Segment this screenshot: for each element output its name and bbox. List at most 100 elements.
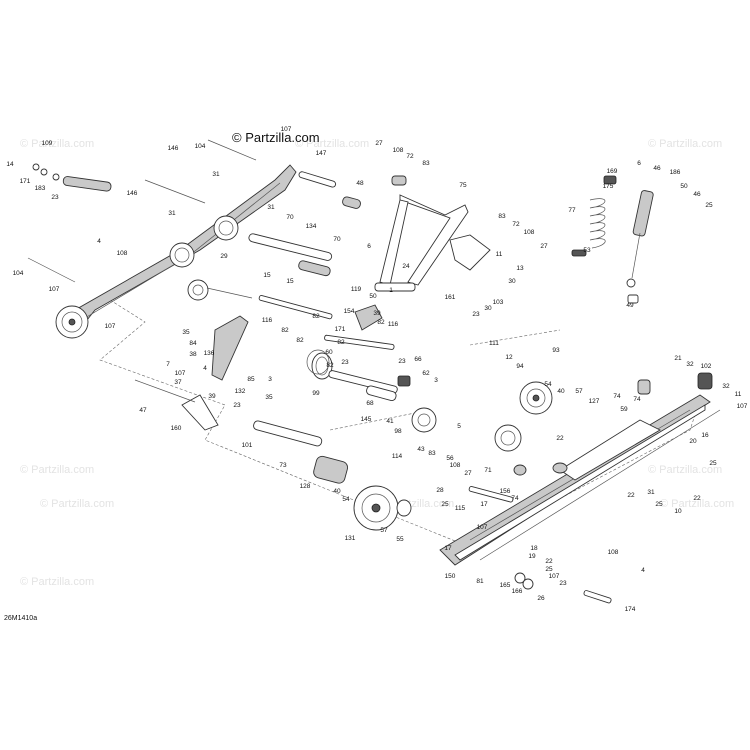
callout-label: 84 [189, 340, 197, 347]
callout-label: 107 [737, 403, 748, 410]
callout-label: 73 [279, 462, 287, 469]
callout-label: 32 [722, 383, 730, 390]
callout-label: 166 [512, 588, 523, 595]
callout-label: 22 [556, 435, 564, 442]
left-rail [27, 139, 297, 339]
callout-label: 186 [670, 169, 681, 176]
callout-label: 49 [626, 302, 634, 309]
drawing-code: 26M1410a [4, 615, 37, 622]
faint-watermark: © Partzilla.com [648, 138, 722, 150]
callout-label: 35 [265, 394, 273, 401]
callout-label: 81 [476, 578, 484, 585]
callout-label: 154 [344, 308, 355, 315]
callout-label: 57 [380, 527, 388, 534]
callout-label: 82 [326, 362, 334, 369]
callout-label: 83 [428, 450, 436, 457]
callout-label: 40 [333, 488, 341, 495]
front-shafts [248, 171, 407, 277]
callout-label: 62 [422, 370, 430, 377]
rear-shock [603, 175, 654, 304]
callout-label: 25 [545, 566, 553, 573]
main-watermark: © Partzilla.com [232, 130, 320, 145]
callout-label: 147 [316, 150, 327, 157]
callout-label: 111 [489, 340, 499, 347]
right-rail [439, 372, 721, 604]
callout-label: 37 [174, 379, 182, 386]
callout-label: 107 [281, 126, 292, 133]
callout-label: 99 [312, 390, 320, 397]
front-arm [374, 194, 491, 292]
callout-label: 72 [512, 221, 520, 228]
rear-bracket [134, 379, 219, 431]
callout-label: 104 [13, 270, 24, 277]
callout-label: 165 [500, 582, 511, 589]
callout-label: 30 [508, 278, 516, 285]
callout-label: 136 [204, 350, 215, 357]
callout-label: 29 [220, 253, 228, 260]
callout-label: 19 [528, 553, 536, 560]
callout-label: 43 [417, 446, 425, 453]
callout-label: 25 [705, 202, 713, 209]
callout-label: 108 [393, 147, 404, 154]
callout-label: 54 [544, 381, 552, 388]
callout-label: 22 [693, 495, 701, 502]
callout-label: 146 [168, 145, 179, 152]
callout-label: 6 [367, 243, 371, 250]
callout-label: 27 [540, 243, 548, 250]
callout-label: 21 [674, 355, 682, 362]
callout-label: 156 [500, 488, 511, 495]
callout-label: 32 [686, 361, 694, 368]
callout-label: 6 [637, 160, 641, 167]
callout-label: 17 [480, 501, 488, 508]
callout-label: 108 [524, 229, 535, 236]
faint-watermark: © Partzilla.com [648, 464, 722, 476]
callout-label: 107 [175, 370, 186, 377]
callout-label: 82 [296, 337, 304, 344]
callout-label: 107 [49, 286, 60, 293]
callout-label: 12 [505, 354, 513, 361]
callout-label: 53 [583, 247, 591, 254]
callout-label: 108 [117, 250, 128, 257]
callout-label: 132 [235, 388, 246, 395]
callout-label: 27 [375, 140, 383, 147]
callout-label: 46 [653, 165, 661, 172]
callout-label: 1 [389, 287, 393, 294]
callout-label: 41 [386, 418, 394, 425]
callout-label: 74 [613, 393, 621, 400]
callout-label: 25 [441, 501, 449, 508]
callout-label: 23 [472, 311, 480, 318]
callout-label: 94 [516, 363, 524, 370]
callout-label: 150 [445, 573, 456, 580]
callout-label: 31 [168, 210, 176, 217]
callout-label: 85 [247, 376, 255, 383]
callout-label: 22 [627, 492, 635, 499]
faint-watermark: © Partzilla.com [295, 138, 369, 150]
callout-label: 104 [195, 143, 206, 150]
callout-label: 174 [625, 606, 636, 613]
callout-label: 57 [575, 388, 583, 395]
main-watermark-text: © Partzilla.com [232, 130, 320, 145]
callout-label: 56 [446, 455, 454, 462]
callout-label: 24 [402, 263, 410, 270]
callout-label: 15 [263, 272, 271, 279]
callout-label: 83 [422, 160, 430, 167]
callout-label: 40 [557, 388, 565, 395]
callout-label: 66 [414, 356, 422, 363]
callout-label: 169 [607, 168, 618, 175]
callout-label: 68 [366, 400, 374, 407]
callout-label: 11 [496, 251, 503, 258]
callout-label: 83 [498, 213, 506, 220]
faint-watermark: © Partzilla.com [40, 498, 114, 510]
faint-watermark: © Partzilla.com [20, 576, 94, 588]
callout-label: 74 [511, 495, 519, 502]
callout-label: 23 [559, 580, 567, 587]
callout-label: 23 [398, 358, 406, 365]
callout-label: 77 [568, 207, 576, 214]
callout-label: 108 [608, 549, 619, 556]
callout-label: 116 [262, 317, 273, 324]
callout-label: 30 [484, 305, 492, 312]
callout-label: 31 [212, 171, 220, 178]
callout-label: 72 [406, 153, 414, 160]
callout-label: 23 [233, 402, 241, 409]
